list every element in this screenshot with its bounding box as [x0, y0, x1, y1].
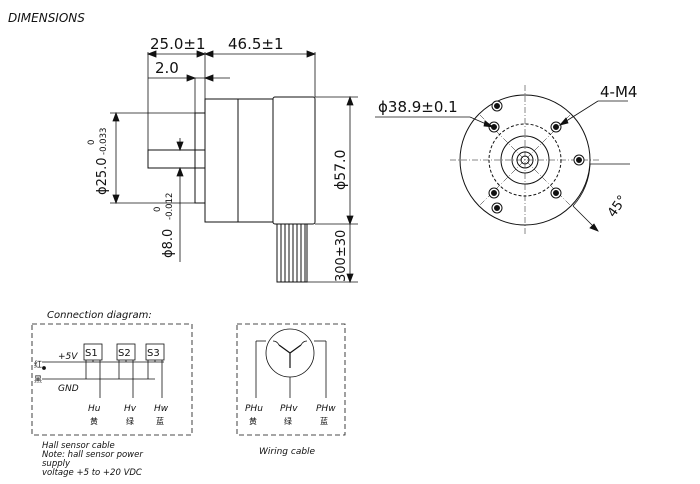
dim-angle: 45°: [605, 193, 631, 220]
dim-angle-group: 45°: [605, 193, 631, 220]
dim-pilot-diameter-group: ϕ25.0 0 -0.033: [87, 128, 110, 195]
connection-diagram-box: [31, 323, 193, 436]
connection-title: Connection diagram:: [47, 310, 152, 321]
mounting-holes: [488, 100, 585, 214]
mounting-hole: [491, 202, 503, 214]
sensor-label: S2: [118, 348, 131, 359]
mounting-hole: [550, 187, 562, 199]
wiring-diagram-box: [236, 323, 346, 436]
dim-shaft-diameter-group: ϕ8.0 0 -0.012: [153, 193, 176, 258]
output-name: Hv: [124, 404, 137, 414]
dim-shaft-tol-upper: 0: [153, 207, 163, 212]
dim-holes: 4-M4: [600, 83, 637, 101]
output-color: 蓝: [156, 416, 164, 426]
sensor-label: S3: [147, 348, 160, 359]
output-color: 黄: [90, 416, 98, 426]
dim-pilot-tol-upper: 0: [87, 140, 97, 145]
motor-side-view: [147, 96, 316, 283]
phase-name: PHw: [316, 404, 336, 414]
output-name: Hu: [88, 404, 101, 414]
hall-caption-2: Note: hall sensor power: [42, 450, 143, 460]
dim-shaft-diameter: ϕ8.0: [161, 229, 176, 258]
phase-name: PHu: [245, 404, 263, 414]
dim-body-length: 46.5±1: [228, 35, 284, 53]
mounting-hole: [550, 121, 562, 133]
dim-body-diameter: ϕ57.0: [333, 150, 349, 190]
dim-flange-thickness: 2.0: [155, 59, 179, 77]
dim-shaft-tol-lower: -0.012: [165, 193, 175, 220]
wiring-caption: Wiring cable: [259, 447, 316, 457]
hall-caption-4: voltage +5 to +20 VDC: [42, 468, 142, 478]
motor-front-view: [450, 85, 600, 235]
page-title: DIMENSIONS: [8, 11, 85, 25]
v-plus-label: +5V: [58, 352, 78, 362]
red-wire-label: 红: [34, 359, 42, 369]
dim-body-diameter-group: ϕ57.0: [333, 150, 349, 190]
dim-cable-length: 300±30: [334, 230, 349, 282]
dim-pilot-diameter: ϕ25.0: [95, 157, 110, 195]
dim-cable-length-group: 300±30: [334, 230, 349, 282]
output-name: Hw: [154, 404, 169, 414]
black-wire-label: 黑: [34, 375, 42, 384]
mounting-hole: [488, 187, 500, 199]
output-color: 绿: [126, 417, 134, 426]
dim-bolt-circle: ϕ38.9±0.1: [378, 98, 458, 116]
mounting-hole: [491, 100, 503, 112]
hall-caption-3: supply: [42, 459, 71, 469]
dim-pilot-tol-lower: -0.033: [99, 128, 109, 155]
phase-color: 蓝: [320, 416, 328, 426]
side-view-dimension-lines: [110, 50, 358, 284]
front-view-leaders: [375, 100, 630, 232]
phase-color: 绿: [284, 417, 292, 426]
phase-name: PHv: [280, 404, 298, 414]
dim-flange-length: 25.0±1: [150, 35, 206, 53]
phase-color: 黄: [249, 416, 257, 426]
sensor-label: S1: [85, 348, 98, 359]
mounting-hole: [488, 121, 500, 133]
mounting-hole: [573, 154, 585, 166]
gnd-label: GND: [58, 384, 79, 394]
hall-caption-1: Hall sensor cable: [42, 441, 115, 451]
